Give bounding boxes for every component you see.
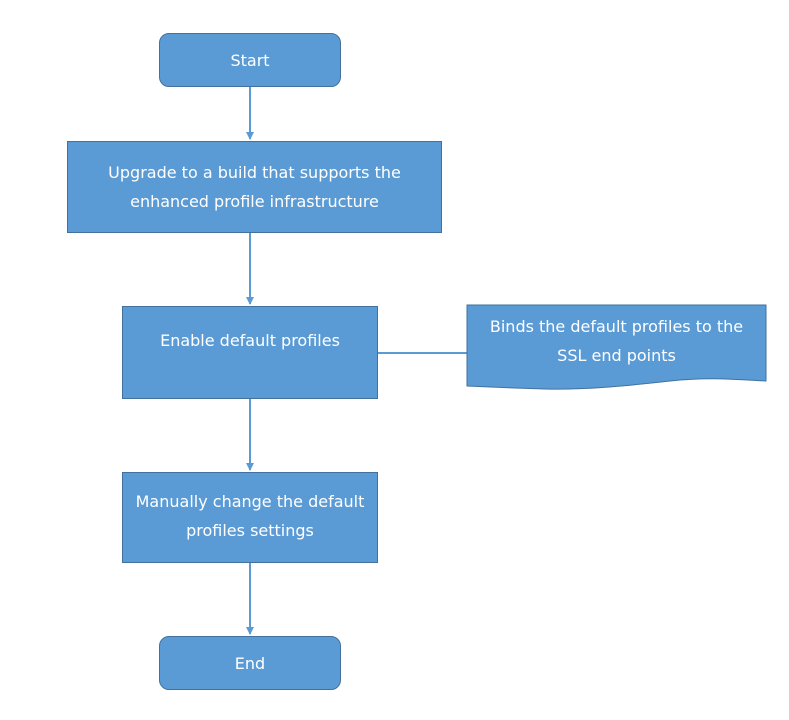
manual-change-label: Manually change the default profiles set… — [135, 491, 365, 540]
end-terminator: End — [159, 636, 341, 690]
end-label: End — [234, 653, 266, 673]
binding-note: Binds the default profiles to the SSL en… — [467, 305, 766, 395]
start-label: Start — [230, 50, 270, 70]
manual-change-step: Manually change the default profiles set… — [122, 472, 378, 563]
start-terminator: Start — [159, 33, 341, 87]
document-shape-note — [466, 304, 767, 390]
enable-default-profiles-step: Enable default profiles — [122, 306, 378, 399]
enable-default-profiles-label: Enable default profiles — [160, 331, 340, 350]
upgrade-step-label: Upgrade to a build that supports the enh… — [108, 163, 401, 211]
upgrade-step: Upgrade to a build that supports the enh… — [67, 141, 442, 233]
binding-note-label: Binds the default profiles to the SSL en… — [489, 317, 744, 365]
